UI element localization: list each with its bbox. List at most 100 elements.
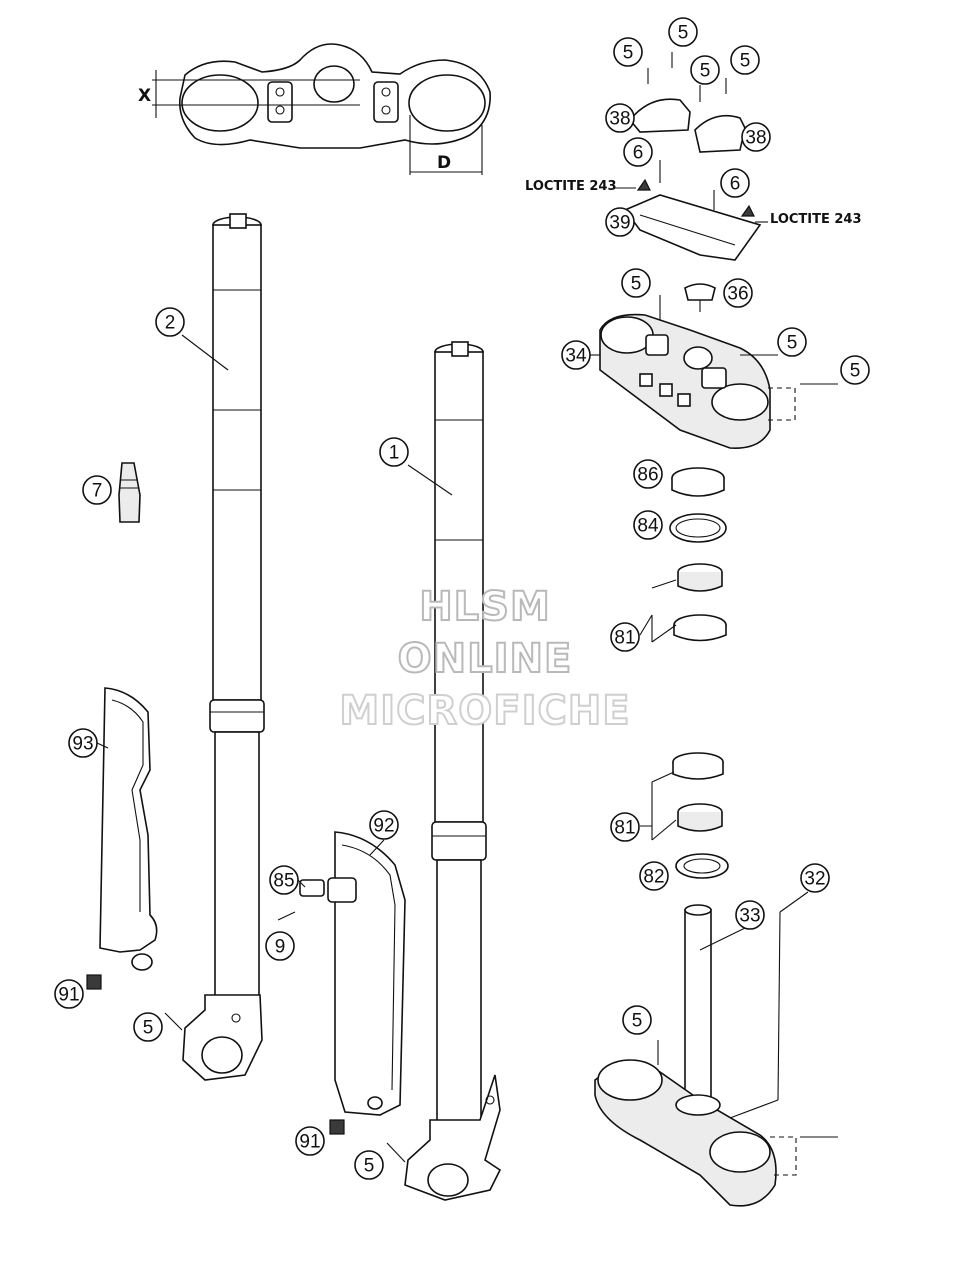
upper-triple-clamp [599, 283, 838, 449]
callout-39: 39 [605, 207, 635, 237]
callout-circle [155, 307, 185, 337]
callout-5: 5 [622, 1005, 652, 1035]
callout-number: 38 [745, 128, 766, 149]
callout-93: 93 [68, 728, 98, 758]
callout-91: 91 [295, 1126, 325, 1156]
callout-92: 92 [369, 810, 399, 840]
callout-circle [741, 122, 771, 152]
callout-circle [800, 863, 830, 893]
callout-circle [623, 137, 653, 167]
callout-circle [621, 268, 651, 298]
callout-2: 2 [155, 307, 185, 337]
callout-7: 7 [82, 475, 112, 505]
callout-6: 6 [720, 168, 750, 198]
callout-number: 86 [637, 465, 658, 486]
callout-number: 34 [565, 346, 587, 367]
callout-number: 1 [389, 443, 400, 464]
callout-number: 85 [273, 871, 294, 892]
loctite-note-right: LOCTITE 243 [770, 212, 862, 227]
callout-circle [777, 327, 807, 357]
loctite-note-left: LOCTITE 243 [525, 179, 617, 194]
callout-number: 81 [614, 628, 635, 649]
callout-number: 2 [165, 313, 176, 334]
callout-number: 92 [373, 816, 394, 837]
callout-circle [269, 865, 299, 895]
callout-number: 84 [637, 516, 659, 537]
callout-circle [723, 278, 753, 308]
callout-number: 5 [631, 274, 642, 295]
callout-5: 5 [354, 1150, 384, 1180]
callout-number: 5 [787, 333, 798, 354]
fork-leg-right [404, 341, 502, 1201]
callout-5: 5 [777, 327, 807, 357]
callout-34: 34 [561, 340, 591, 370]
callout-32: 32 [800, 863, 830, 893]
callout-84: 84 [633, 510, 663, 540]
callout-circle [265, 931, 295, 961]
callout-circle [730, 45, 760, 75]
callout-number: 93 [72, 734, 93, 755]
dimension-x-label: X [138, 86, 151, 106]
callout-9: 9 [265, 931, 295, 961]
callout-number: 6 [730, 174, 741, 195]
callout-38: 38 [605, 103, 635, 133]
top-clamp-dimension-drawing: X D [138, 43, 491, 175]
callout-number: 5 [364, 1156, 375, 1177]
fork-guard-right [334, 831, 406, 1116]
fork-leg-left [182, 213, 265, 1081]
callout-number: 5 [700, 61, 711, 82]
lower-triple-clamp [594, 904, 838, 1207]
callout-circle [54, 979, 84, 1009]
callout-circle [133, 1012, 163, 1042]
bearing-stack-lower [672, 752, 729, 879]
callout-82: 82 [639, 861, 669, 891]
callout-circle [622, 1005, 652, 1035]
callout-circle [605, 103, 635, 133]
callout-circle [379, 437, 409, 467]
callout-number: 81 [614, 818, 635, 839]
callout-number: 32 [804, 869, 825, 890]
callout-number: 39 [609, 213, 630, 234]
leader-lines [96, 334, 809, 1119]
callout-circle [610, 622, 640, 652]
callout-circle [610, 812, 640, 842]
callout-circle [633, 459, 663, 489]
callout-number: 82 [643, 867, 664, 888]
callout-number: 5 [678, 23, 689, 44]
callout-86: 86 [633, 459, 663, 489]
callout-5: 5 [668, 17, 698, 47]
small-parts-left [86, 462, 406, 1163]
callout-36: 36 [723, 278, 753, 308]
callout-circle [633, 510, 663, 540]
callout-number: 5 [740, 51, 751, 72]
callout-circle [68, 728, 98, 758]
callout-91: 91 [54, 979, 84, 1009]
callout-5: 5 [730, 45, 760, 75]
callout-5: 5 [840, 355, 870, 385]
callout-circle [668, 17, 698, 47]
callout-5: 5 [621, 268, 651, 298]
callout-38: 38 [741, 122, 771, 152]
callout-circle [605, 207, 635, 237]
callout-85: 85 [269, 865, 299, 895]
callout-circle [840, 355, 870, 385]
callout-5: 5 [613, 37, 643, 67]
callout-number: 9 [275, 937, 286, 958]
callout-circle [690, 55, 720, 85]
fork-guard-left [99, 687, 158, 971]
callout-81: 81 [610, 622, 640, 652]
callout-81: 81 [610, 812, 640, 842]
callout-circle [720, 168, 750, 198]
callout-number: 91 [299, 1132, 320, 1153]
callout-circle [639, 861, 669, 891]
callout-number: 5 [632, 1011, 643, 1032]
callout-number: 36 [727, 284, 748, 305]
callout-6: 6 [623, 137, 653, 167]
callout-5: 5 [690, 55, 720, 85]
callout-33: 33 [735, 900, 765, 930]
callout-number: 5 [623, 43, 634, 64]
callout-circle [295, 1126, 325, 1156]
bearing-stack-upper [669, 467, 727, 642]
callout-number: 91 [58, 985, 79, 1006]
